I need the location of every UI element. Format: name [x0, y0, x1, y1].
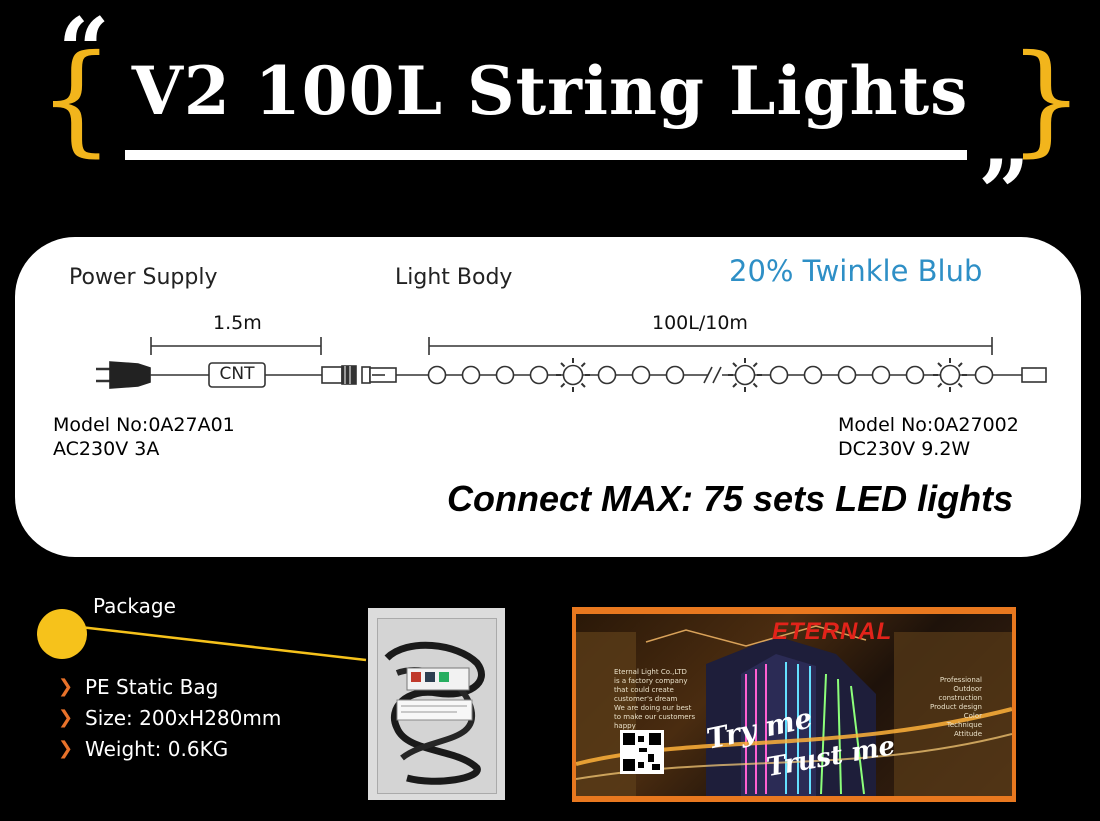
- connect-max-text: Connect MAX: 75 sets LED lights: [447, 478, 1014, 519]
- package-spec-item: ❯ Size: 200xH280mm: [58, 702, 281, 733]
- led-bulb: [461, 365, 481, 385]
- qr-code-icon: [620, 730, 664, 774]
- package-pointer-line: [79, 625, 367, 662]
- open-quote-mark: “: [58, 0, 110, 104]
- package-spec-item: ❯ PE Static Bag: [58, 671, 281, 702]
- company-text-line: that could create: [614, 686, 674, 694]
- light-body-model-number: Model No:0A27002: [838, 414, 1019, 436]
- package-title: Package: [93, 594, 176, 618]
- led-bulb: [837, 365, 857, 385]
- led-bulb: [529, 365, 549, 385]
- coiled-lights-illustration: [384, 641, 485, 785]
- feature-line: Professional: [939, 676, 982, 684]
- package-spec-list: ❯ PE Static Bag ❯ Size: 200xH280mm ❯ Wei…: [58, 671, 281, 764]
- right-brace: }: [1008, 30, 1085, 169]
- led-bulb: [974, 365, 994, 385]
- package-spec-text: PE Static Bag: [85, 674, 219, 699]
- feature-line: Outdoor construction: [938, 685, 982, 702]
- end-cap: [1021, 367, 1047, 383]
- company-text-line: to make our customers: [614, 713, 696, 721]
- power-supply-rating: AC230V 3A: [53, 438, 160, 460]
- light-body-rating: DC230V 9.2W: [838, 438, 971, 460]
- diagram-panel: [15, 237, 1081, 557]
- body-dimension-line: [428, 337, 993, 355]
- led-bulb: [905, 365, 925, 385]
- led-bulb: [631, 365, 651, 385]
- check-line: Color: [963, 712, 982, 720]
- led-bulb: [495, 365, 515, 385]
- power-supply-label: Power Supply: [69, 265, 218, 290]
- led-bulb: [769, 365, 789, 385]
- cable-dimension-line: [150, 337, 322, 355]
- controller-label: CNT: [219, 364, 255, 384]
- chevron-right-icon: ❯: [58, 676, 74, 697]
- twinkle-label: 20% Twinkle Blub: [729, 254, 983, 288]
- cable-length-label: 1.5m: [213, 312, 262, 334]
- led-bulb: [597, 365, 617, 385]
- package-spec-text: Weight: 0.6KG: [85, 736, 229, 761]
- led-bulb: [427, 365, 447, 385]
- break-mark-icon: [703, 366, 722, 384]
- connector-icon: [321, 365, 397, 385]
- company-text-line: We are doing our best: [614, 704, 692, 712]
- twinkle-bulb: [728, 358, 762, 392]
- promo-card-image: ETERNAL Try me Trust me Eternal Light Co…: [576, 614, 1012, 796]
- company-name: Eternal Light Co.,LTD: [614, 668, 687, 676]
- power-plug-icon: [96, 361, 151, 389]
- check-line: Technique: [946, 721, 982, 729]
- led-bulb: [871, 365, 891, 385]
- company-text-line: is a factory company: [614, 677, 688, 685]
- company-text-line: happy: [614, 722, 636, 730]
- chevron-right-icon: ❯: [58, 707, 74, 728]
- body-length-label: 100L/10m: [652, 312, 748, 334]
- power-supply-model: Model No:0A27A01 AC230V 3A: [53, 413, 235, 461]
- light-body-label: Light Body: [395, 265, 513, 290]
- twinkle-bulb: [556, 358, 590, 392]
- title-underline: [125, 150, 967, 160]
- twinkle-bulb: [933, 358, 967, 392]
- company-text-block-2: We are doing our best to make our custom…: [614, 704, 695, 731]
- led-bulb: [803, 365, 823, 385]
- feature-line: Product design: [929, 703, 982, 711]
- chevron-right-icon: ❯: [58, 738, 74, 759]
- company-text-line: customer's dream: [614, 695, 678, 703]
- features-text-block: Professional Outdoor construction Produc…: [910, 676, 982, 739]
- promo-background-illustration: [576, 625, 1012, 796]
- power-supply-model-number: Model No:0A27A01: [53, 414, 235, 436]
- led-bulb: [665, 365, 685, 385]
- package-dot: [37, 609, 87, 659]
- package-spec-item: ❯ Weight: 0.6KG: [58, 733, 281, 764]
- left-brace: {: [38, 30, 115, 169]
- page-title: V2 100L String Lights: [131, 52, 969, 130]
- brand-logo: ETERNAL: [772, 618, 893, 645]
- company-text-block: Eternal Light Co.,LTD is a factory compa…: [614, 668, 687, 704]
- close-quote-mark: ”: [978, 140, 1030, 246]
- check-line: Attitude: [953, 730, 982, 738]
- light-body-model: Model No:0A27002 DC230V 9.2W: [838, 413, 1019, 461]
- package-spec-text: Size: 200xH280mm: [85, 705, 282, 730]
